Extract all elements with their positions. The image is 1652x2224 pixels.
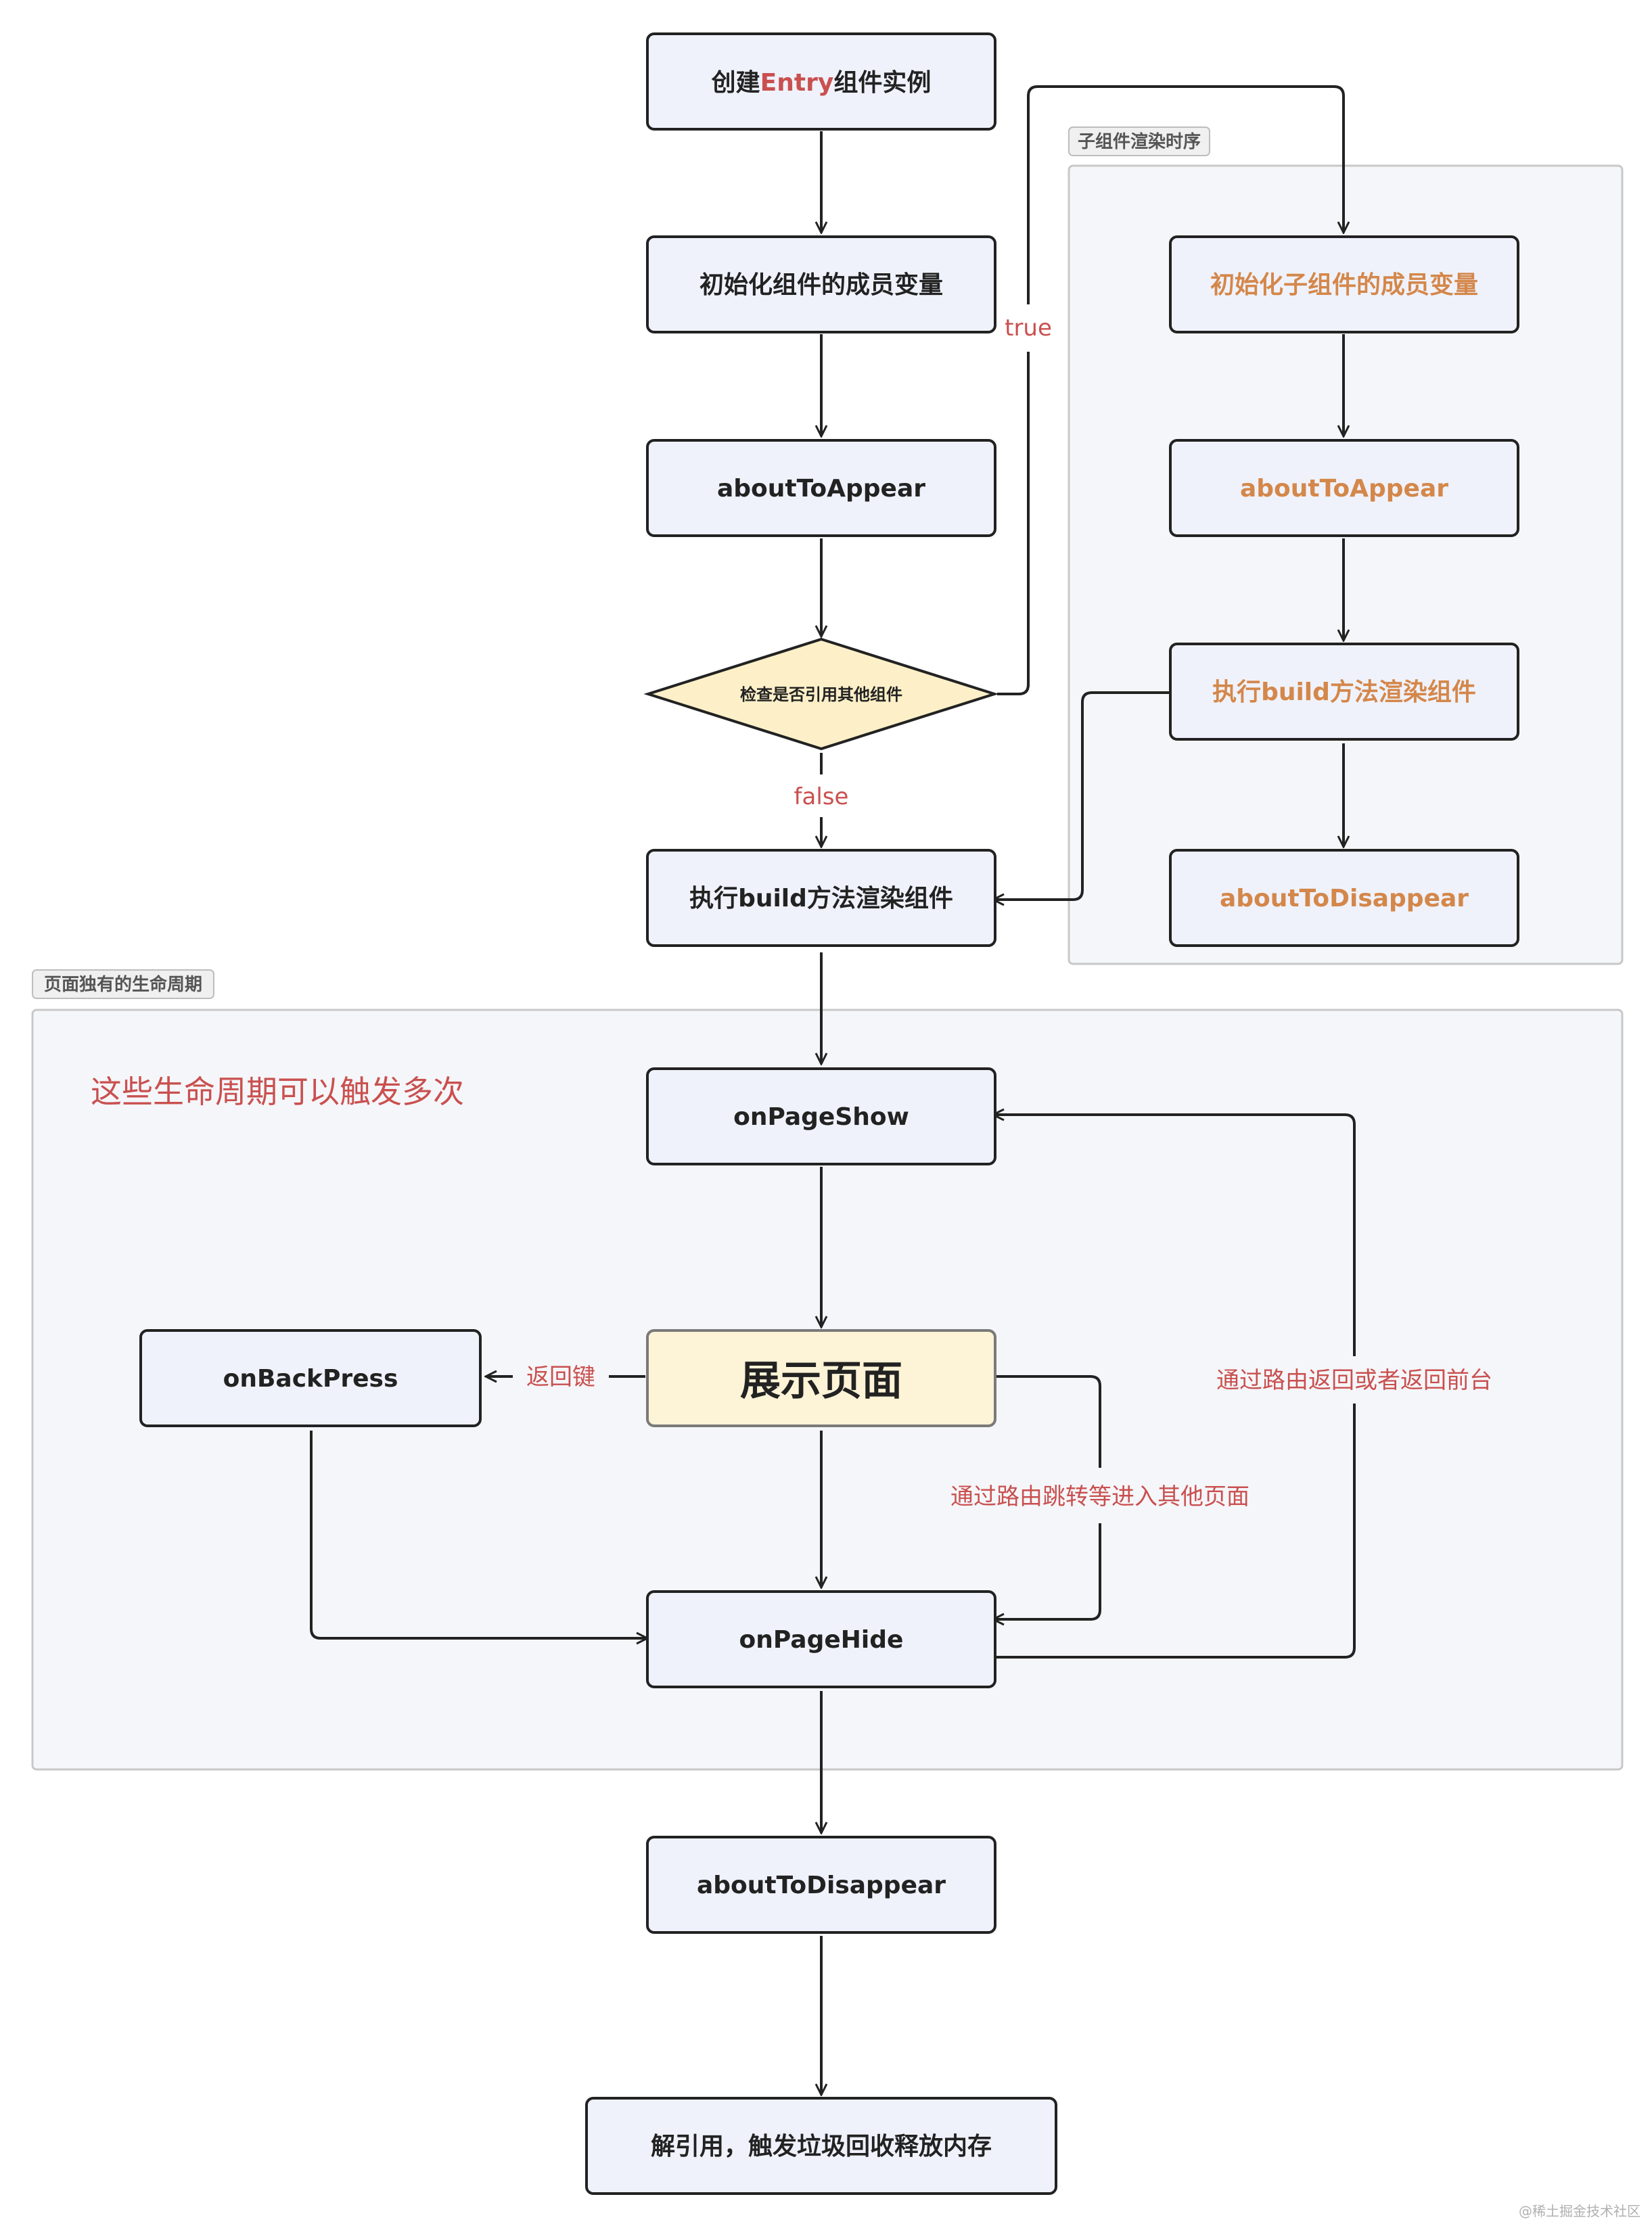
group-child-render-order: 子组件渲染时序 (1068, 126, 1624, 965)
node-child-about-to-appear: aboutToAppear (1169, 439, 1519, 537)
edge-labels: true false 返回键 通过路由跳转等进入其他页面 通过路由返回或者返回前… (526, 315, 1492, 1510)
label-true: true (1005, 315, 1052, 342)
node-init-members: 初始化组件的成员变量 (646, 235, 996, 333)
edge-route-back-bottom (996, 1404, 1356, 1659)
group-label-page-lifecycle: 页面独有的生命周期 (44, 974, 202, 995)
node-text-on-page-show: onPageShow (733, 1103, 909, 1131)
node-child-init-members: 初始化子组件的成员变量 (1169, 235, 1519, 333)
svg-text:创建Entry组件实例: 创建Entry组件实例 (712, 69, 932, 97)
edge-true-bottom (1027, 85, 1344, 304)
create-prefix: 创建 (712, 69, 760, 97)
node-text-on-back-press: onBackPress (223, 1365, 398, 1393)
edge-route-jump-top (996, 1375, 1101, 1468)
node-child-about-to-disappear: aboutToDisappear (1169, 849, 1519, 947)
edge-backpress-to-hide (310, 1431, 647, 1638)
node-text-about-to-appear: aboutToAppear (717, 475, 925, 503)
create-highlight: Entry (760, 69, 834, 97)
node-on-page-show: onPageShow (646, 1067, 996, 1165)
edge-route-jump-bottom (993, 1523, 1101, 1619)
node-release-memory: 解引用，触发垃圾回收释放内存 (585, 2097, 1057, 2195)
node-text-release: 解引用，触发垃圾回收释放内存 (651, 2133, 992, 2160)
label-route-back: 通过路由返回或者返回前台 (1216, 1367, 1492, 1394)
label-route-jump: 通过路由跳转等进入其他页面 (950, 1483, 1249, 1510)
create-suffix: 组件实例 (833, 69, 931, 97)
node-on-back-press: onBackPress (139, 1329, 482, 1427)
node-about-to-disappear: aboutToDisappear (646, 1836, 996, 1934)
edge-true-top (997, 352, 1030, 695)
node-text-on-page-hide: onPageHide (739, 1626, 904, 1654)
node-text-check-refs: 检查是否引用其他组件 (740, 685, 902, 704)
node-text-about-to-disappear: aboutToDisappear (697, 1872, 946, 1899)
node-show-page: 展示页面 (646, 1329, 996, 1427)
watermark: @稀土掘金技术社区 (1519, 2203, 1640, 2219)
node-text-child-init-members: 初始化子组件的成员变量 (1210, 271, 1478, 299)
node-child-build-render: 执行build方法渲染组件 (1169, 643, 1519, 741)
node-text-build-render: 执行build方法渲染组件 (689, 885, 953, 912)
group-label-child-render-order: 子组件渲染时序 (1078, 131, 1201, 152)
note-multiple-triggers: 这些生命周期可以触发多次 (91, 1073, 464, 1110)
node-on-page-hide: onPageHide (646, 1590, 996, 1688)
node-about-to-appear: aboutToAppear (646, 439, 996, 537)
node-text-init-members: 初始化组件的成员变量 (699, 271, 943, 299)
edges (310, 85, 1356, 2095)
node-check-refs: 检查是否引用其他组件 (643, 637, 999, 751)
edge-route-back-top (993, 1115, 1356, 1356)
edge-child-build-to-main-build (993, 691, 1170, 900)
node-text-child-about-to-disappear: aboutToDisappear (1220, 885, 1469, 912)
node-create-entry: 创建Entry组件实例 (646, 32, 996, 131)
node-text-child-build-render: 执行build方法渲染组件 (1212, 678, 1476, 706)
label-false: false (794, 783, 849, 810)
node-text-show-page: 展示页面 (740, 1358, 902, 1405)
node-build-render: 执行build方法渲染组件 (646, 849, 996, 947)
node-text-child-about-to-appear: aboutToAppear (1240, 475, 1448, 503)
label-back-key: 返回键 (526, 1364, 595, 1391)
